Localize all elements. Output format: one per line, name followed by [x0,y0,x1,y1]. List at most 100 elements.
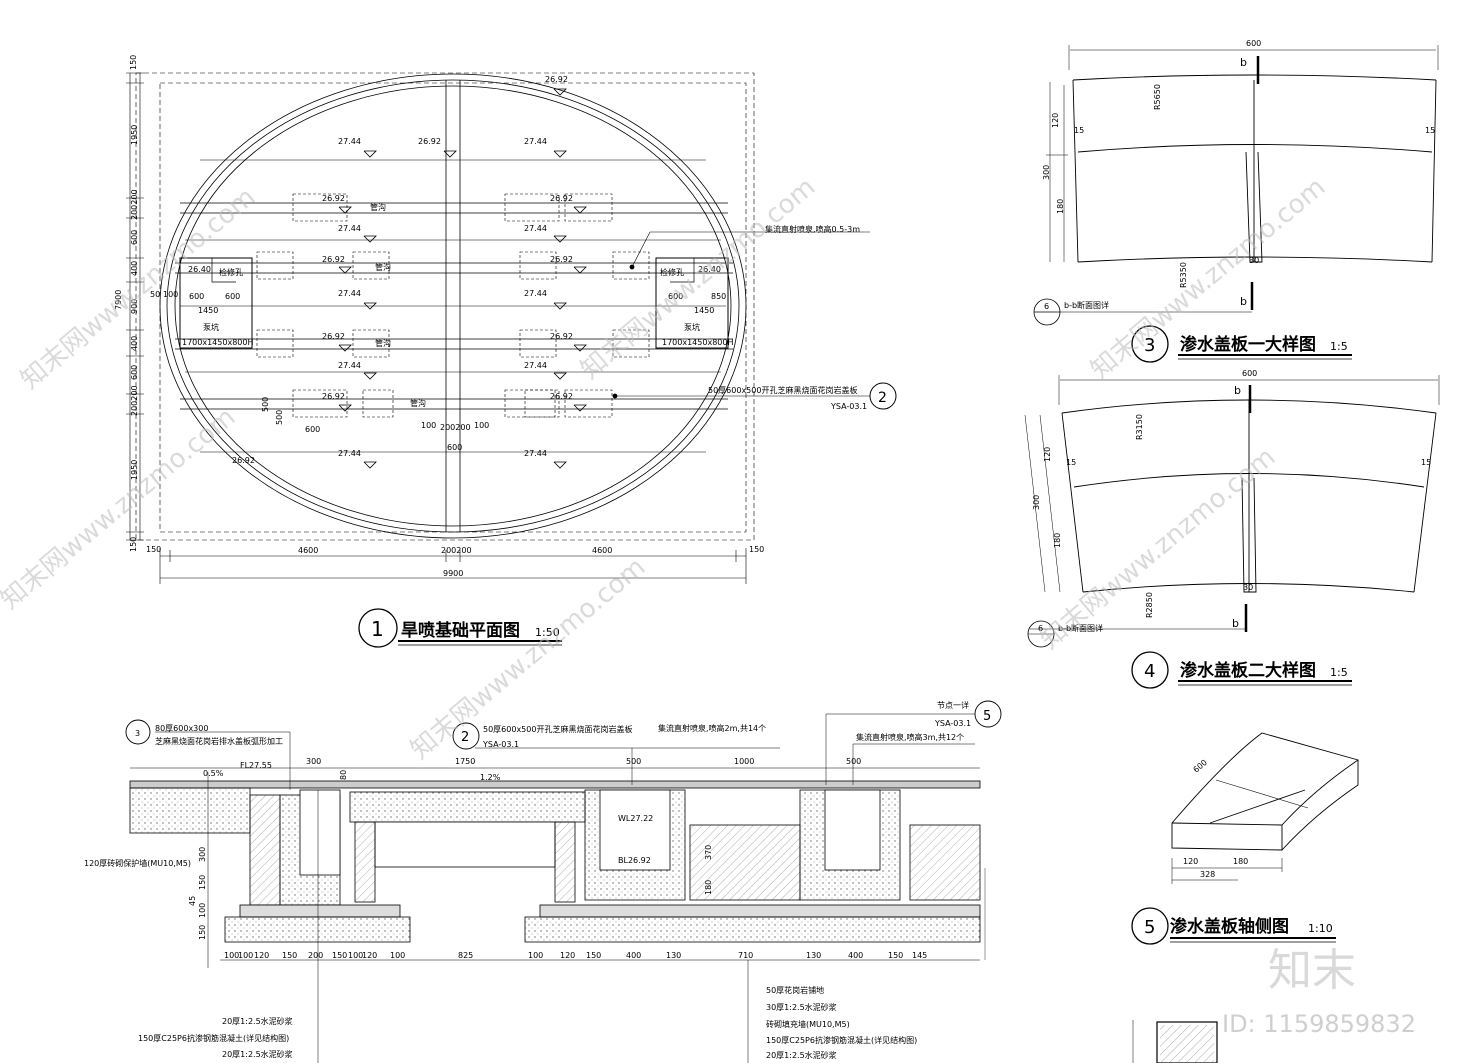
elev-b: 26.92 [550,194,573,203]
elev-a: 27.44 [338,361,361,370]
dim-4600-right: 4600 [592,546,612,555]
sec-n3a: 80厚600x300 [155,724,208,733]
dim-inner-7: 50 [150,290,160,299]
dim-total: 9900 [443,569,463,578]
title-3: 渗水盖板一大样图 [1180,334,1316,355]
elev-a: 27.44 [524,224,547,233]
sec-v45: 45 [188,896,197,906]
sec-v150b: 150 [198,925,207,940]
sec-bd-1: 100 [238,951,253,960]
sec-n3b: 芝麻黑烧面花岗岩排水盖板弧形加工 [155,736,283,746]
sec-layer-r4: 20厚1:2.5水泥砂浆 [766,1050,837,1060]
sec-bd-18: 150 [888,951,903,960]
sec-n3: 3 [135,729,140,738]
pipe-label: 管沟 [370,202,386,212]
sec-bd-7: 120 [362,951,377,960]
d3-r1: R5650 [1153,84,1162,110]
dim-left-9: 200200 [130,385,139,416]
sec-layer-r2: 砖砌填充墙(MU10,M5) [766,1019,850,1029]
elev-b: 26.92 [550,332,573,341]
dim-inner-13: 600 [447,443,462,452]
elev-b: 26.92 [418,137,441,146]
sec-slope1: 0.5% [203,769,224,778]
pit-size: 1700x1450x800H [182,338,253,347]
d4-15-right: 15 [1421,458,1431,467]
sec-bd-3: 150 [282,951,297,960]
title-4-num: 4 [1144,661,1155,682]
d3-ref-num: 6 [1044,302,1049,311]
sec-d500b: 500 [846,757,861,766]
elev-a: 27.44 [338,289,361,298]
axon-120: 120 [1183,857,1198,866]
d3-120: 120 [1051,113,1060,128]
dim-200200: 200200 [441,546,472,555]
title-5-num: 5 [1144,917,1155,938]
elev-a: 27.44 [524,137,547,146]
sec-bd-4: 200 [308,951,323,960]
sec-d1000: 1000 [734,757,754,766]
dim-height: 7900 [114,290,123,310]
elev-b: 26.92 [232,456,255,465]
sec-bd-15: 710 [738,951,753,960]
sec-n2b: YSA-03.1 [482,740,519,749]
sec-jet1: 集流直射喷泉,喷高2m,共14个 [658,723,766,733]
jet-note: 集流直射喷泉,喷高0.5-3m [765,224,860,234]
d3-30: 30 [1249,256,1259,265]
sec-n2: 2 [461,730,469,745]
pipe-label: 管沟 [375,338,391,348]
cover-note: 50厚600x500开孔芝麻黑烧面花岗岩盖板 [708,385,857,395]
dim-left-5: 400 [130,261,139,276]
dim-150-left: 150 [146,545,161,554]
dim-left-1: 150 [129,55,138,70]
axon-labels: 600 120 180 328 5 渗水盖板轴侧图 1:10 [1144,758,1333,938]
sec-bd-2: 120 [254,951,269,960]
sec-d80: 80 [339,770,348,780]
pipe-label: 管沟 [410,398,426,408]
sec-slope2: 1.2% [480,773,501,782]
dim-inner-12: 100 [474,421,489,430]
sec-d1750: 1750 [455,757,475,766]
elev-b: 26.92 [322,392,345,401]
d3-180: 180 [1056,199,1065,214]
pipe-label: 管沟 [375,262,391,272]
dim-inner-9: 600 [305,425,320,434]
title-3-num: 3 [1144,335,1155,356]
plan-elevation-markers [338,88,587,469]
sec-bd-17: 400 [848,951,863,960]
watermark-text: 知末网www.znzmo.com [1035,442,1281,655]
fountain-section [125,700,1002,1063]
pit-size: 1700x1450x800H [662,338,733,347]
elev-a: 27.44 [524,361,547,370]
d3-b-top: b [1240,56,1247,69]
elev-c: 26.40 [698,265,721,274]
sec-bd-12: 150 [586,951,601,960]
sec-bd-11: 120 [560,951,575,960]
dim-inner-11: 200200 [440,423,471,432]
dim-4600-left: 4600 [298,546,318,555]
sec-bd-14: 130 [666,951,681,960]
d4-15-left: 15 [1066,458,1076,467]
pit-label: 泵坑 [203,322,219,332]
dim-inner-5: 850 [711,292,726,301]
dim-left-2: 1950 [130,125,139,145]
detail-4-labels: 600 b b R3150 R2850 120 300 180 15 15 30… [1032,369,1431,682]
d4-120: 120 [1043,447,1052,462]
plan-labels: 26.92 27.44 26.92 27.44 26.92 26.92 27.4… [114,55,887,641]
dim-left-8: 600 [130,365,139,380]
pit-label: 泵坑 [684,322,700,332]
access-label: 检修孔 [219,267,243,277]
d4-300: 300 [1032,495,1041,510]
callout-2: 2 [878,390,887,406]
elev-outer: 26.92 [545,75,568,84]
title-1: 旱喷基础平面图 [401,620,520,641]
d3-b-bottom: b [1240,295,1247,308]
sec-bd-9: 825 [458,951,473,960]
dim-inner-6: 1450 [694,306,714,315]
dim-inner-14: 500 [261,397,270,412]
axon-600: 600 [1192,758,1209,775]
elev-a: 27.44 [338,224,361,233]
title-1-scale: 1:50 [535,626,560,639]
d4-ref-num: 6 [1038,624,1043,633]
dim-left-6: 900 [130,299,139,314]
